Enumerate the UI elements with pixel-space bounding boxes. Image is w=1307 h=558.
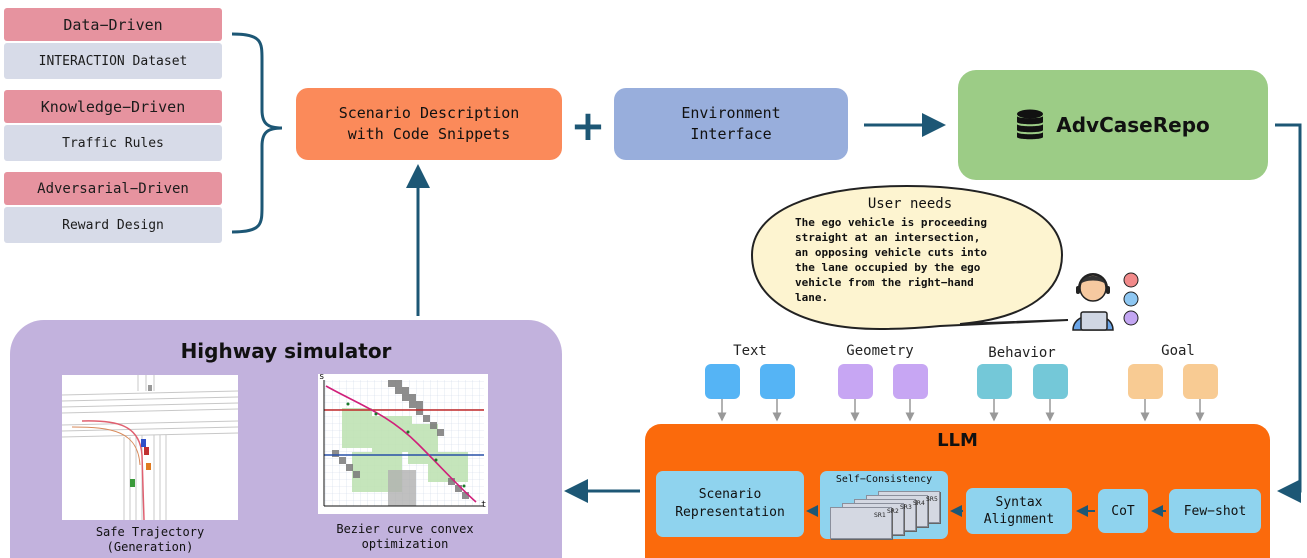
- user-needs-line: vehicle from the right−hand: [795, 276, 974, 289]
- environment-interface-box: Environment Interface: [614, 88, 848, 160]
- sr-tag: SR4: [913, 500, 925, 507]
- syntax-alignment-line1: Syntax: [995, 495, 1043, 510]
- scenario-representation-line2: Representation: [675, 505, 785, 520]
- axis-s-label: s: [319, 374, 325, 382]
- database-icon: [1017, 109, 1044, 140]
- token-label-geometry: Geometry: [846, 343, 914, 359]
- adversarial-driven-head: Adversarial−Driven: [4, 172, 222, 205]
- user-developer-icon: [1072, 272, 1139, 331]
- axis-t-label: t: [481, 500, 487, 510]
- right-caption: Bezier curve convex optimization: [300, 522, 510, 552]
- token-behavior: [1033, 364, 1068, 399]
- adversarial-driven-sub: Reward Design: [4, 207, 222, 243]
- data-driven-head: Data−Driven: [4, 8, 222, 41]
- user-needs-line: The ego vehicle is proceeding: [795, 216, 988, 229]
- scenario-representation-box: Scenario Representation: [656, 471, 804, 537]
- user-needs-line: lane.: [795, 291, 829, 304]
- right-caption-line1: Bezier curve convex: [336, 522, 474, 536]
- syntax-alignment-line2: Alignment: [983, 512, 1055, 527]
- environment-interface-line2: Interface: [690, 125, 772, 143]
- self-consistency-label: Self−Consistency: [835, 474, 933, 485]
- token-arrows: [717, 398, 1205, 422]
- data-driven-sub: INTERACTION Dataset: [4, 43, 222, 79]
- sr-tag: SR2: [887, 508, 899, 515]
- few-shot-box: Few−shot: [1169, 489, 1261, 533]
- adv-case-repo-box: AdvCaseRepo: [958, 70, 1268, 180]
- sr-card: [830, 507, 892, 539]
- sr-tag: SR5: [926, 496, 938, 503]
- highway-simulator-title: Highway simulator: [180, 339, 392, 363]
- scenario-representation-line1: Scenario: [698, 487, 762, 502]
- environment-interface-line1: Environment: [681, 104, 781, 122]
- token-text: [760, 364, 795, 399]
- left-caption-line2: (Generation): [106, 540, 194, 554]
- cot-box: CoT: [1098, 489, 1148, 533]
- user-needs-title: User needs: [867, 196, 953, 212]
- right-caption-line2: optimization: [361, 537, 449, 551]
- token-goal: [1128, 364, 1163, 399]
- token-behavior: [977, 364, 1012, 399]
- left-caption-line1: Safe Trajectory: [95, 525, 205, 539]
- plus-sign: +: [570, 100, 606, 150]
- sr-tag: SR1: [874, 512, 886, 519]
- scenario-description-box: Scenario Description with Code Snippets: [296, 88, 562, 160]
- user-needs-text: The ego vehicle is proceeding straight a…: [795, 215, 1045, 305]
- knowledge-driven-head: Knowledge−Driven: [4, 90, 222, 123]
- token-label-goal: Goal: [1161, 343, 1195, 359]
- syntax-alignment-box: Syntax Alignment: [966, 488, 1072, 534]
- sources-brace: [231, 32, 283, 234]
- scenario-description-line2: with Code Snippets: [347, 125, 511, 143]
- llm-title: LLM: [937, 430, 978, 451]
- user-needs-line: the lane occupied by the ego: [795, 261, 981, 274]
- sr-tag: SR3: [900, 504, 912, 511]
- intersection-image: [62, 375, 238, 520]
- bezier-plot-image: s t: [318, 374, 488, 514]
- token-geometry: [838, 364, 873, 399]
- token-goal: [1183, 364, 1218, 399]
- token-geometry: [893, 364, 928, 399]
- adv-case-repo-label: AdvCaseRepo: [1056, 113, 1210, 137]
- token-label-behavior: Behavior: [988, 345, 1056, 361]
- token-text: [705, 364, 740, 399]
- user-needs-line: straight at an intersection,: [795, 231, 981, 244]
- scenario-description-line1: Scenario Description: [338, 104, 520, 122]
- left-caption: Safe Trajectory (Generation): [62, 525, 238, 555]
- repo-to-llm-arrow: [1275, 123, 1302, 503]
- token-label-text: Text: [733, 343, 767, 359]
- user-needs-line: an opposing vehicle cuts into: [795, 246, 988, 259]
- knowledge-driven-sub: Traffic Rules: [4, 125, 222, 161]
